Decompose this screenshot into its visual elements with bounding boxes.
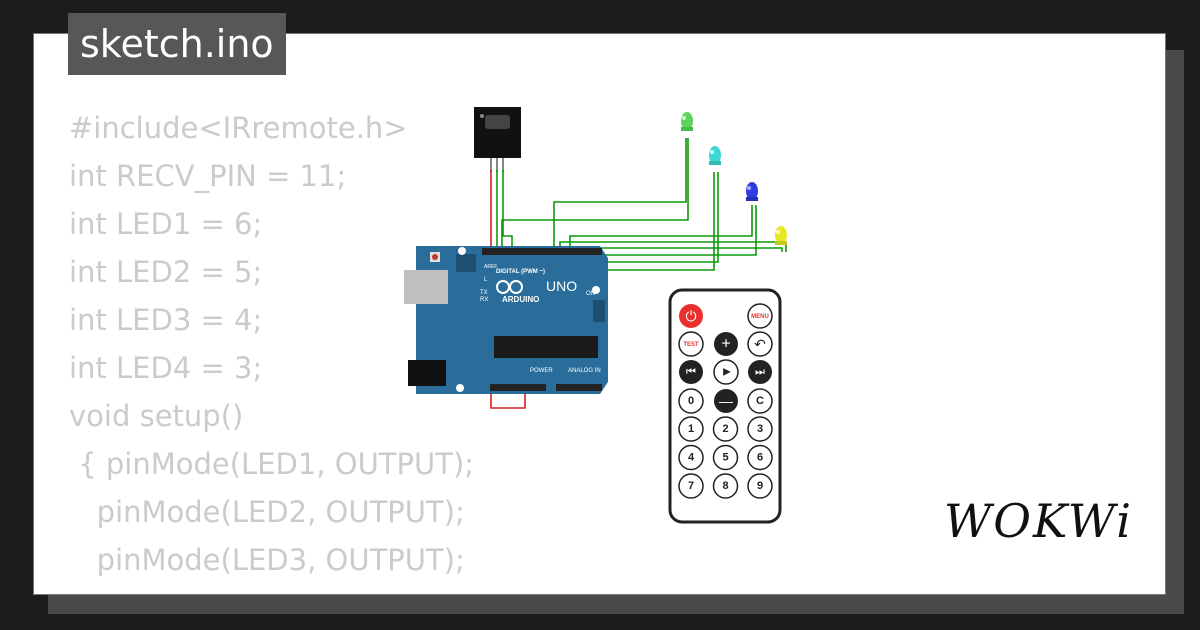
code-line: void setup() — [69, 399, 244, 433]
ir-receiver-lens — [485, 115, 510, 129]
key-0-button[interactable] — [678, 388, 704, 414]
key-9-button[interactable] — [747, 473, 773, 499]
code-line: pinMode(LED4, OUTPUT); — [69, 584, 465, 594]
prev-button[interactable] — [679, 360, 703, 384]
led-green[interactable] — [681, 112, 693, 131]
key-8-button[interactable] — [712, 473, 739, 499]
usb-port — [404, 270, 448, 304]
key-8-label: 8 — [722, 480, 728, 492]
power-header — [490, 384, 546, 391]
code-line: int RECV_PIN = 11; — [69, 159, 347, 193]
analog-label: ANALOG IN — [568, 368, 601, 374]
on-label: ON — [586, 291, 595, 297]
key-7-button[interactable] — [678, 473, 704, 499]
play-icon: ▶ — [723, 367, 731, 378]
code-line: int LED4 = 3; — [69, 351, 263, 385]
key-4-button[interactable] — [678, 444, 704, 471]
brand-label: ARDUINO — [502, 295, 539, 304]
code-line: int LED2 = 5; — [69, 255, 263, 289]
play-button[interactable] — [713, 359, 739, 385]
ir-remote[interactable]: ⏻ MENU TEST + ↶ ⏮ ▶ ⏭ 0 — C 1 2 3 4 5 6 7 8 9 — [668, 288, 782, 524]
code-line: int LED1 = 6; — [69, 207, 263, 241]
key-1-button[interactable] — [678, 416, 704, 442]
svg-text:C: C — [756, 395, 764, 407]
key-2-label: 2 — [722, 423, 728, 435]
minus-button[interactable] — [714, 389, 738, 413]
digital-label: DIGITAL (PWM ~) — [496, 269, 545, 275]
aref-label: AREF — [484, 264, 497, 270]
number-keypad: 1 2 3 4 5 6 7 8 9 — [678, 416, 773, 499]
key-7-label: 7 — [688, 480, 694, 492]
clear-button[interactable] — [747, 388, 773, 414]
ir-receiver[interactable] — [474, 107, 521, 172]
test-button[interactable] — [678, 331, 704, 357]
model-label: UNO — [546, 278, 577, 294]
next-icon: ⏭ — [755, 366, 765, 378]
plus-button[interactable] — [714, 332, 738, 356]
key-9-label: 9 — [757, 480, 763, 492]
code-line: { pinMode(LED1, OUTPUT); — [69, 447, 475, 481]
svg-text:0: 0 — [688, 395, 694, 407]
next-button[interactable] — [748, 360, 772, 384]
back-button[interactable] — [747, 331, 773, 357]
atmega-chip — [494, 336, 598, 358]
key-2-button[interactable] — [712, 416, 739, 442]
key-5-button[interactable] — [712, 444, 739, 471]
code-line: int LED3 = 4; — [69, 303, 263, 337]
key-4-label: 4 — [688, 452, 695, 464]
key-5-label: 5 — [722, 452, 728, 464]
key-3-button[interactable] — [747, 416, 773, 442]
led-cyan[interactable] — [709, 146, 721, 165]
code-line: #include<IRremote.h> — [69, 111, 408, 145]
power-jack — [408, 360, 446, 386]
file-title: sketch.ino — [68, 13, 286, 75]
rx-label: RX — [480, 297, 488, 303]
key-6-label: 6 — [757, 452, 763, 464]
led3-wire — [569, 205, 753, 250]
led1-wire — [553, 138, 687, 250]
power-label: POWER — [530, 368, 553, 374]
code-line: pinMode(LED3, OUTPUT); — [69, 543, 465, 577]
led-yellow[interactable] — [775, 226, 787, 245]
minus-icon: — — [719, 393, 733, 409]
power-icon: ⏻ — [685, 308, 696, 324]
key-6-button[interactable] — [747, 444, 773, 471]
svg-text:TEST: TEST — [683, 342, 699, 348]
led-blue[interactable] — [746, 182, 758, 201]
power-button[interactable] — [679, 304, 703, 328]
ir-receiver-hole — [480, 114, 484, 118]
analog-header — [556, 384, 602, 391]
code-line: pinMode(LED2, OUTPUT); — [69, 495, 465, 529]
prev-icon: ⏮ — [686, 366, 696, 378]
digital-header — [482, 248, 602, 255]
svg-text:MENU: MENU — [751, 314, 769, 320]
signal-wire — [502, 170, 513, 250]
menu-button[interactable] — [747, 303, 773, 329]
key-3-label: 3 — [757, 423, 763, 435]
key-1-label: 1 — [688, 423, 694, 435]
l-label: L — [484, 277, 488, 283]
plus-icon: + — [721, 336, 730, 353]
wokwi-logo: WOKWi — [944, 494, 1133, 548]
tx-label: TX — [480, 290, 488, 296]
arduino-uno-board[interactable]: DIGITAL (PWM ~) AREF L TX RX ARDUINO UNO… — [404, 246, 608, 394]
back-icon: ↶ — [754, 336, 766, 352]
